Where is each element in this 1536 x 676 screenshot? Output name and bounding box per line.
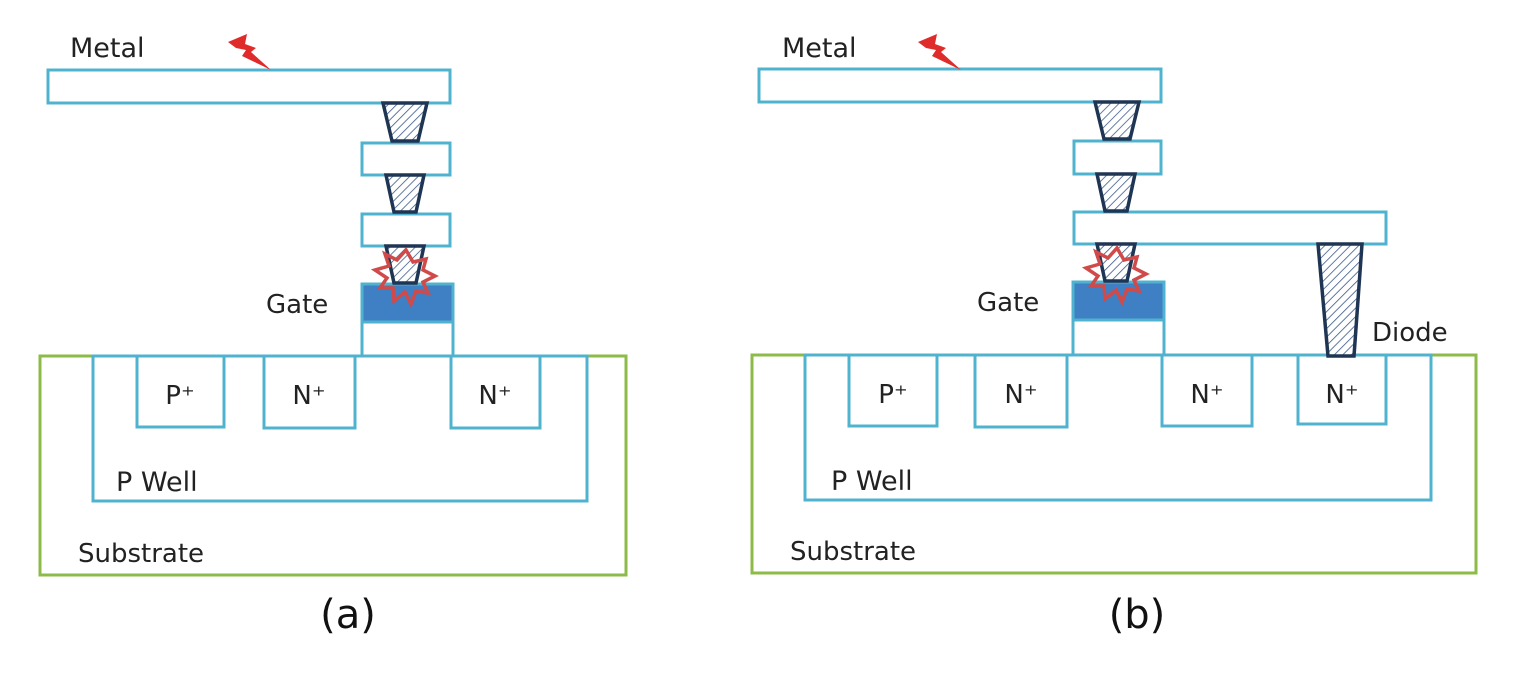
panel-caption: (b) [1109, 592, 1166, 638]
via-gate-contact [383, 244, 427, 285]
p-plus-diffusion [847, 353, 939, 428]
lightning-bolt-icon [918, 34, 961, 70]
substrate-label: Substrate [78, 539, 204, 569]
top-metal-layer [757, 67, 1163, 104]
p-plus-diffusion [135, 354, 226, 429]
gate-oxide [1071, 317, 1166, 357]
metal-label: Metal [782, 33, 857, 64]
via-gate-contact [1094, 242, 1138, 283]
p-plus-label: P⁺ [878, 380, 907, 410]
substrate-label: Substrate [790, 537, 916, 567]
gate-label: Gate [977, 288, 1039, 318]
p-well-label: P Well [831, 466, 913, 497]
gate-label: Gate [266, 290, 328, 320]
panel-caption: (a) [320, 592, 376, 638]
diode-contact-via [1316, 242, 1364, 358]
metal-layer-1 [360, 212, 452, 248]
metal-label: Metal [70, 33, 145, 64]
p-plus-label: P⁺ [165, 381, 194, 411]
n-plus-label: N⁺ [1325, 380, 1358, 410]
via-top [1092, 100, 1142, 141]
n-plus-label: N⁺ [478, 381, 511, 411]
n-plus-drain [1160, 353, 1254, 428]
p-well-label: P Well [116, 467, 198, 498]
burst-icon [1081, 245, 1150, 307]
metal-layer-2 [1072, 139, 1163, 176]
n-plus-diode-diffusion [1296, 353, 1388, 426]
top-metal-layer [46, 68, 452, 105]
metal-layer-2 [360, 141, 452, 177]
gate-poly [1071, 280, 1166, 322]
panel-a: Metal Gate P Well Substrate P⁺ N⁺ N⁺ (a) [38, 33, 628, 638]
via-top [380, 101, 430, 143]
lightning-bolt-icon [228, 34, 271, 70]
burst-icon [370, 247, 439, 309]
n-plus-label: N⁺ [1190, 380, 1223, 410]
metal-layer-1 [1072, 210, 1388, 246]
n-plus-label: N⁺ [292, 381, 325, 411]
via-middle [1094, 172, 1138, 213]
gate-oxide [360, 319, 455, 358]
n-plus-source [973, 353, 1069, 429]
n-plus-label: N⁺ [1004, 380, 1037, 410]
diode-label: Diode [1372, 318, 1448, 348]
via-middle [383, 173, 427, 214]
gate-poly [360, 282, 455, 324]
panel-b: Metal Gate Diode P Well Substrate P⁺ N⁺ … [750, 33, 1478, 638]
n-plus-drain [449, 354, 542, 430]
n-plus-source [262, 354, 357, 430]
